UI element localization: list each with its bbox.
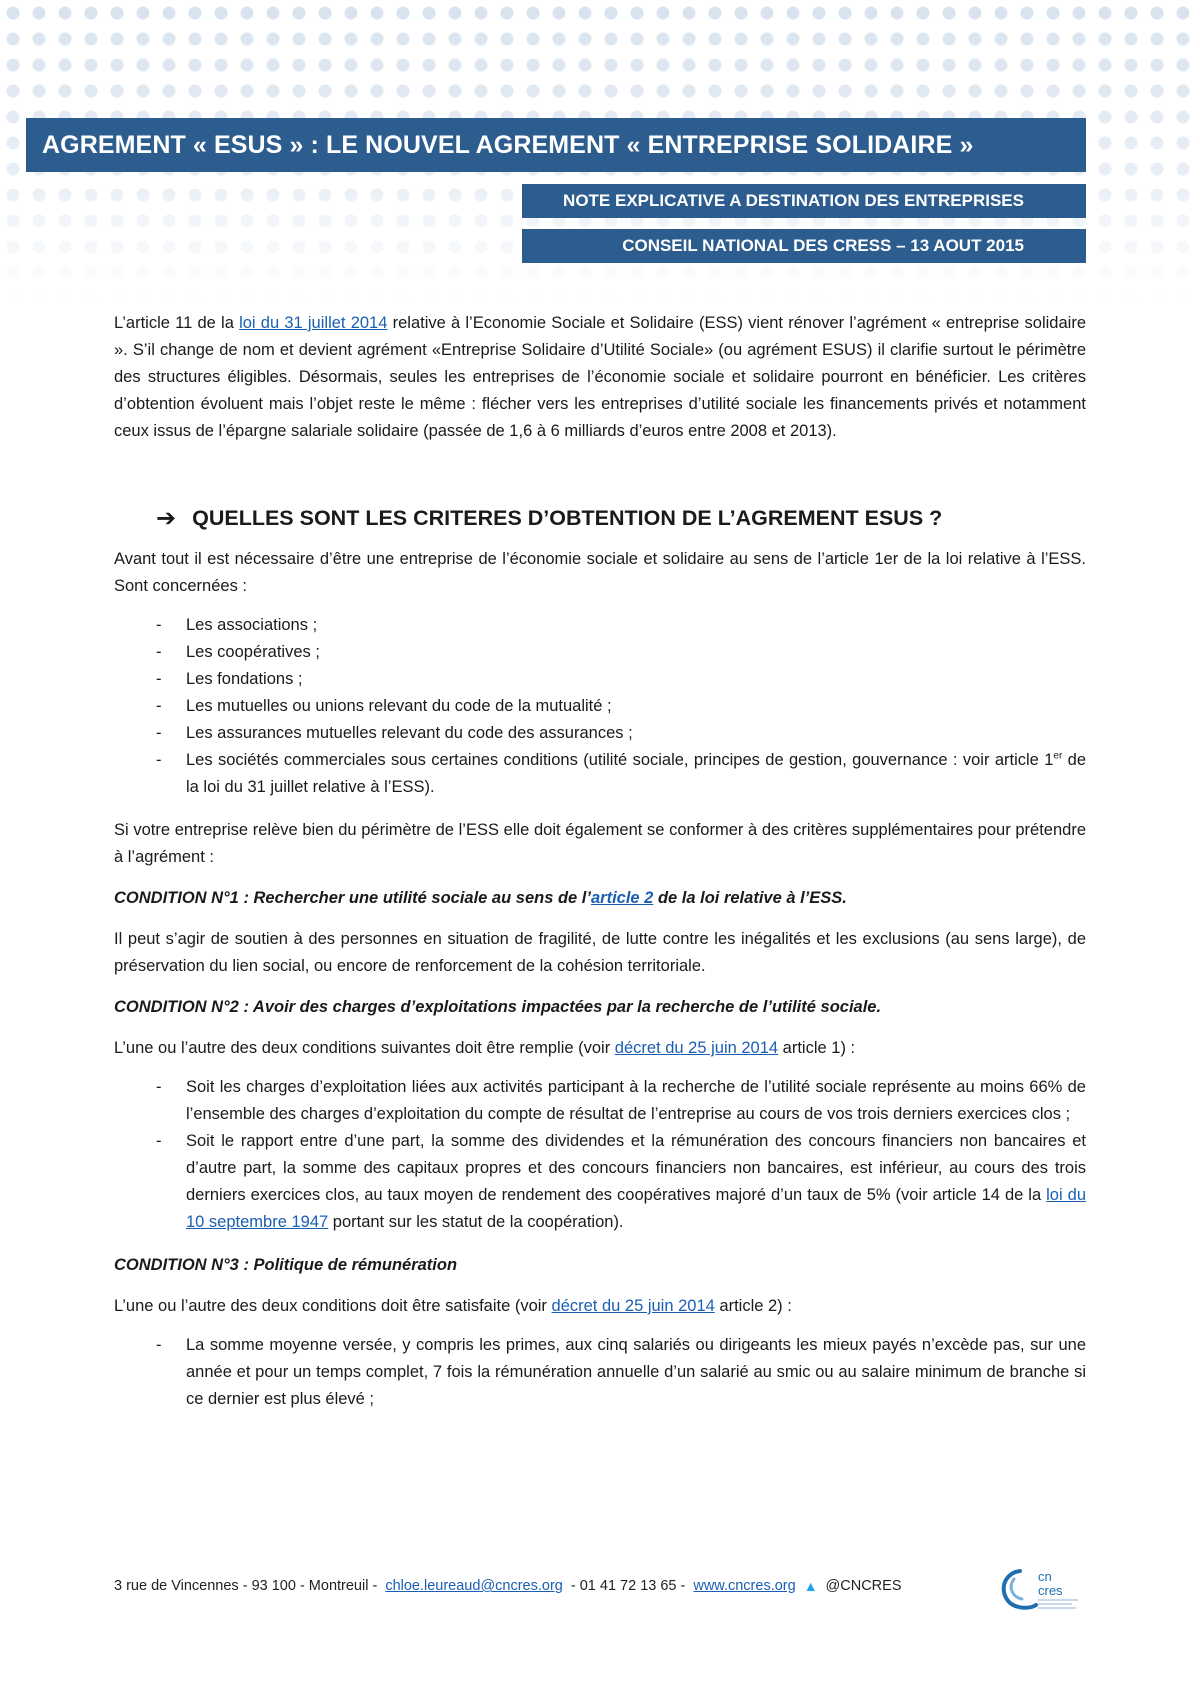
condition-1-text: Il peut s’agir de soutien à des personne…: [114, 930, 1086, 975]
list-item: -Les fondations ;: [156, 670, 303, 688]
list-item: -Soit le rapport entre d’une part, la so…: [156, 1132, 1086, 1231]
logo-text-cn: cn: [1038, 1569, 1052, 1584]
section-heading: ➔ QUELLES SONT LES CRITERES D’OBTENTION …: [156, 505, 1086, 532]
condition-3-list: -La somme moyenne versée, y compris les …: [114, 1332, 1086, 1413]
list-item: -Les associations ;: [156, 616, 318, 634]
decree-2014-link-2[interactable]: décret du 25 juin 2014: [551, 1297, 715, 1315]
page-footer: 3 rue de Vincennes - 93 100 - Montreuil …: [114, 1578, 902, 1594]
law-1947-link[interactable]: loi du 10 septembre 1947: [186, 1186, 1086, 1231]
condition-3-title: CONDITION N°3 : Politique de rémunératio…: [114, 1256, 458, 1274]
subtitle-banner-2: CONSEIL NATIONAL DES CRESS – 13 AOUT 201…: [522, 229, 1086, 263]
list-item: -Les sociétés commerciales sous certaine…: [156, 750, 1087, 796]
article-2-link[interactable]: article 2: [590, 889, 654, 907]
eligible-structures-list: -Les associations ; -Les coopératives ; …: [114, 612, 1086, 801]
additional-criteria-paragraph: Si votre entreprise relève bien du périm…: [114, 821, 1086, 866]
list-item: -Soit les charges d’exploitation liées a…: [156, 1078, 1086, 1123]
section-heading-text: QUELLES SONT LES CRITERES D’OBTENTION DE…: [192, 506, 943, 530]
condition-2-title: CONDITION N°2 : Avoir des charges d’expl…: [114, 998, 882, 1016]
condition-1-title: CONDITION N°1 : Rechercher une utilité s…: [114, 889, 847, 907]
twitter-bird-icon: ▲: [803, 1578, 818, 1594]
main-title-banner: AGREMENT « ESUS » : LE NOUVEL AGREMENT «…: [26, 118, 1086, 172]
cncres-logo: cn cres: [1001, 1569, 1078, 1610]
footer-website-link[interactable]: www.cncres.org: [693, 1578, 796, 1594]
condition-2-intro: L’une ou l’autre des deux conditions sui…: [114, 1039, 856, 1057]
subtitle-2: CONSEIL NATIONAL DES CRESS – 13 AOUT 201…: [622, 236, 1024, 255]
subtitle-1: NOTE EXPLICATIVE A DESTINATION DES ENTRE…: [563, 191, 1024, 210]
list-item: -Les mutuelles ou unions relevant du cod…: [156, 697, 612, 715]
logo-text-cres: cres: [1038, 1583, 1063, 1598]
footer-address: 3 rue de Vincennes - 93 100 - Montreuil …: [114, 1578, 378, 1594]
document-body: L’article 11 de la loi du 31 juillet 201…: [114, 310, 1086, 1429]
main-title: AGREMENT « ESUS » : LE NOUVEL AGREMENT «…: [42, 130, 974, 159]
intro-paragraph: L’article 11 de la loi du 31 juillet 201…: [114, 314, 1086, 440]
ess-intro-paragraph: Avant tout il est nécessaire d’être une …: [114, 550, 1086, 595]
subtitle-banner-1: NOTE EXPLICATIVE A DESTINATION DES ENTRE…: [522, 184, 1086, 218]
arrow-right-icon: ➔: [156, 505, 177, 532]
law-2014-link[interactable]: loi du 31 juillet 2014: [239, 314, 388, 332]
list-item: -La somme moyenne versée, y compris les …: [156, 1336, 1086, 1408]
decree-2014-link[interactable]: décret du 25 juin 2014: [614, 1039, 779, 1057]
footer-twitter-handle: @CNCRES: [825, 1578, 902, 1594]
condition-2-list: -Soit les charges d’exploitation liées a…: [114, 1074, 1086, 1236]
footer-email-link[interactable]: chloe.leureaud@cncres.org: [385, 1578, 563, 1594]
footer-phone: - 01 41 72 13 65 -: [570, 1578, 686, 1594]
list-item: -Les assurances mutuelles relevant du co…: [156, 724, 633, 742]
list-item: -Les coopératives ;: [156, 643, 320, 661]
condition-3-intro: L’une ou l’autre des deux conditions doi…: [114, 1297, 792, 1315]
